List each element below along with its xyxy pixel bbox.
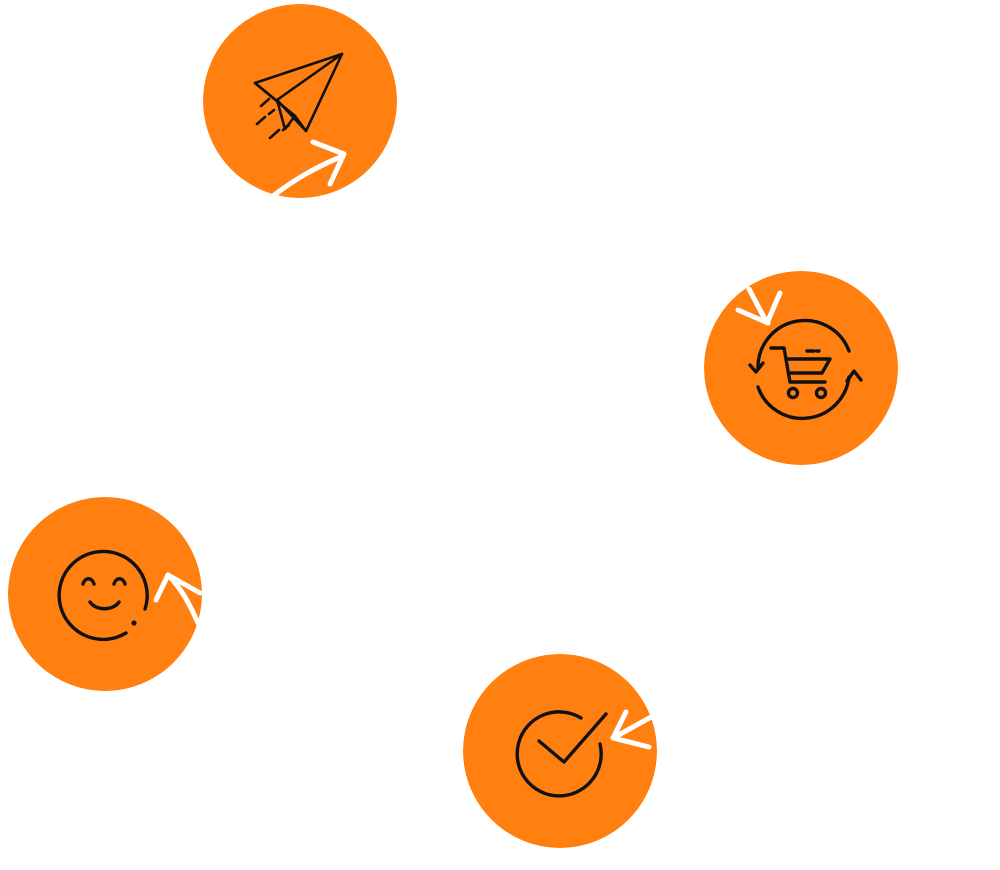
step-reorder-circle bbox=[704, 271, 898, 465]
step-happy bbox=[8, 497, 202, 691]
step-complete bbox=[463, 654, 657, 848]
step-send bbox=[203, 4, 397, 198]
smiley-dot bbox=[131, 620, 137, 626]
step-happy-circle bbox=[8, 497, 202, 691]
arrow-down-right bbox=[735, 286, 783, 326]
step-send-circle bbox=[203, 4, 397, 198]
step-complete-circle bbox=[463, 654, 657, 848]
check-circle-icon bbox=[515, 710, 608, 798]
arrow-left bbox=[610, 709, 656, 750]
paper-plane-icon bbox=[253, 52, 344, 140]
cart-refresh-icon bbox=[748, 318, 863, 421]
arrow-up-right bbox=[270, 139, 347, 198]
arrow-up bbox=[153, 572, 202, 626]
step-reorder bbox=[704, 271, 898, 465]
smiley-face-icon bbox=[57, 549, 149, 642]
